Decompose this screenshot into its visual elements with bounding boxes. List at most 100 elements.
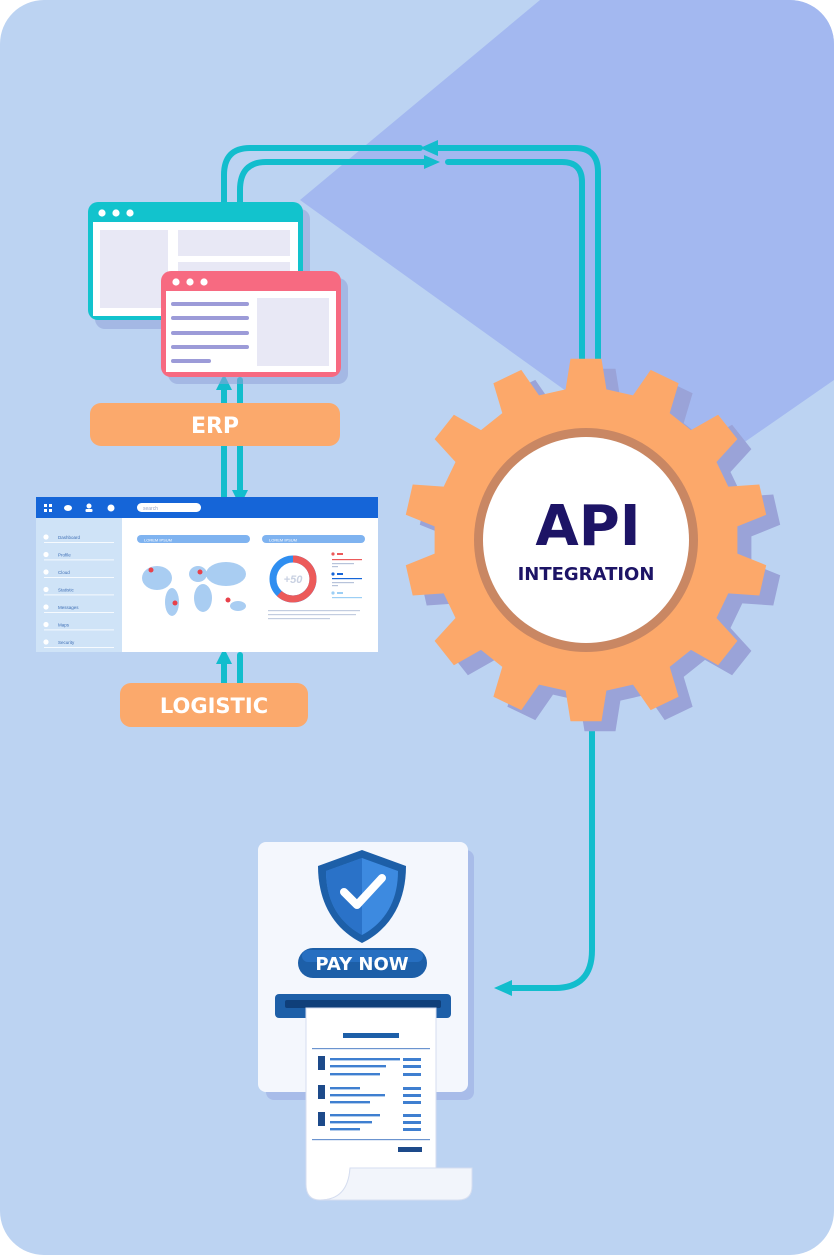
receipt-row-amount — [403, 1058, 421, 1061]
arrow-up-logistic — [216, 648, 232, 664]
receipt-row-amount — [403, 1101, 421, 1104]
connector-api-in-inner — [445, 159, 585, 368]
map-pin-icons — [148, 567, 231, 606]
api-subtitle: INTEGRATION — [518, 564, 655, 585]
receipt-row-line — [330, 1094, 385, 1097]
location-icon — [43, 621, 49, 628]
receipt-row-line — [330, 1058, 400, 1061]
map-panel-title-bar — [137, 535, 250, 543]
chart-panel-title: LOREM IPSUM — [269, 538, 297, 543]
connector-api-in-outer — [425, 145, 601, 368]
sidebar-divider — [44, 559, 114, 561]
api-gear: API INTEGRATION — [405, 358, 781, 732]
pay-now-button[interactable]: PAY NOW — [298, 948, 427, 978]
sidebar-divider — [44, 629, 114, 631]
arrow-left-pay — [494, 980, 512, 996]
receipt-row-amount — [403, 1121, 421, 1124]
gear-face — [483, 437, 689, 643]
dashboard-header — [36, 497, 378, 518]
dashboard-search-bar[interactable] — [137, 503, 201, 512]
arrow-right-top — [424, 155, 440, 169]
sidebar-item-label: Profile — [58, 552, 71, 557]
window-dot-icon — [186, 278, 194, 286]
bar-chart-icon — [43, 586, 49, 593]
sidebar-item-statistic[interactable]: Statistic — [43, 586, 114, 596]
sidebar-item-label: Messages — [58, 605, 79, 610]
logistic-label-pill: LOGISTIC — [120, 683, 308, 727]
receipt-row-line — [330, 1073, 380, 1076]
receipt-row-line — [330, 1087, 360, 1090]
receipt-row-marker — [318, 1112, 325, 1119]
donut-chart: +50 — [269, 555, 317, 603]
map-pin-icon — [172, 600, 178, 606]
chart-panel-title-bar — [262, 535, 365, 543]
receipt-row-amount — [403, 1087, 421, 1090]
sidebar-item-label: Cloud — [58, 570, 70, 575]
sidebar-item-dashboard[interactable]: Dashboard — [43, 534, 114, 543]
sidebar-item-label: Dashboard — [58, 535, 81, 540]
window-dot-icon — [126, 209, 134, 217]
receipt-paper — [305, 1007, 473, 1201]
receipt-row-line — [330, 1101, 370, 1104]
sidebar-item-label: Statistic — [58, 587, 75, 592]
erp-label-pill: ERP — [90, 403, 340, 446]
dashboard-sidebar-items: DashboardProfileCloudStatisticMessagesMa… — [43, 534, 114, 648]
receipt-row-amount — [403, 1073, 421, 1076]
sidebar-item-cloud[interactable]: Cloud — [43, 569, 114, 578]
layers-icon — [64, 505, 72, 511]
map-pin-icon — [197, 569, 203, 575]
window-dot-icon — [172, 278, 180, 286]
receipt-row-line — [330, 1065, 386, 1068]
shield-check-icon — [318, 850, 406, 943]
sidebar-item-label: Maps — [58, 622, 70, 627]
sidebar-divider — [44, 647, 114, 648]
receipt-row-marker — [318, 1119, 325, 1126]
sidebar-item-label: Security — [58, 640, 75, 645]
chart-legend — [331, 552, 362, 599]
home-icon — [43, 534, 49, 540]
map-pin-icon — [148, 567, 154, 573]
connector-erp-out-inner — [237, 159, 431, 208]
logistic-label: LOGISTIC — [160, 694, 268, 718]
pay-now-label: PAY NOW — [315, 954, 408, 975]
receipt-row-marker — [318, 1063, 325, 1070]
receipt-row-line — [330, 1121, 372, 1124]
connector-erp-out-outer — [221, 145, 423, 208]
receipt-row-amount — [403, 1128, 421, 1131]
receipt-row-amount — [403, 1065, 421, 1068]
cloud-icon — [43, 569, 49, 575]
window-dot-icon — [112, 209, 120, 217]
background-accent — [300, 0, 834, 480]
receipt-row-marker — [318, 1056, 325, 1063]
receipt-row-amount — [403, 1094, 421, 1097]
erp-label: ERP — [191, 414, 239, 439]
sidebar-item-messages[interactable]: Messages — [43, 604, 114, 613]
receipt-row-marker — [318, 1085, 325, 1092]
donut-value: +50 — [284, 574, 304, 586]
sidebar-item-profile[interactable]: Profile — [43, 551, 114, 561]
dashboard-search-placeholder: search — [143, 506, 158, 512]
payment-terminal: PAY NOW — [258, 842, 474, 1201]
donut-arc — [276, 555, 317, 603]
user-icon — [86, 503, 92, 509]
erp-window-2 — [161, 271, 348, 384]
api-title: API — [535, 494, 640, 559]
window-dot-icon — [98, 209, 106, 217]
connector-api-to-pay — [502, 715, 595, 991]
sliders-icon — [43, 551, 49, 558]
receipt-row-line — [330, 1128, 360, 1131]
receipt-row-amount — [403, 1114, 421, 1117]
send-icon — [43, 604, 49, 610]
map-pin-icon — [225, 597, 231, 603]
map-panel-title: LOREM IPSUM — [144, 538, 172, 543]
window-dot-icon — [200, 278, 208, 286]
grid-icon — [44, 504, 52, 512]
sidebar-divider — [44, 594, 114, 596]
sidebar-divider — [44, 542, 114, 543]
receipt-row-marker — [318, 1092, 325, 1099]
settings-icon — [107, 504, 115, 512]
sidebar-item-security[interactable]: Security — [43, 639, 114, 648]
sidebar-item-maps[interactable]: Maps — [43, 621, 114, 631]
lock-icon — [43, 639, 49, 645]
